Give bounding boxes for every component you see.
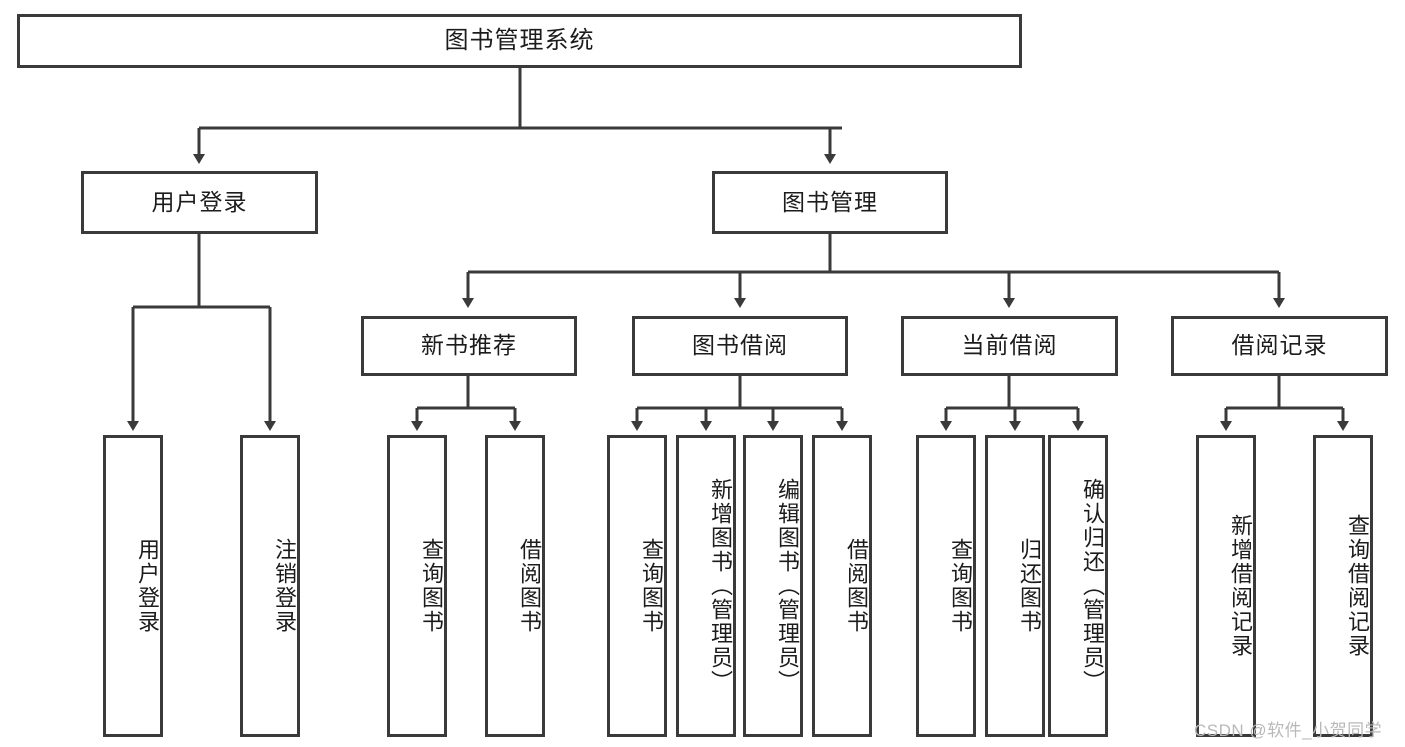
leaf-borrow-book-recommend[interactable]: 借阅图书 <box>485 435 545 737</box>
leaf-borrow-book[interactable]: 借阅图书 <box>812 435 872 737</box>
leaf-user-login[interactable]: 用户登录 <box>103 435 163 737</box>
node-borrow-record[interactable]: 借阅记录 <box>1171 316 1388 376</box>
leaf-query-book-current[interactable]: 查询图书 <box>916 435 976 737</box>
node-new-book-recommend[interactable]: 新书推荐 <box>361 316 577 376</box>
leaf-confirm-return-admin[interactable]: 确认归还（管理员） <box>1048 435 1108 737</box>
node-root-book-management-system[interactable]: 图书管理系统 <box>17 14 1022 68</box>
leaf-return-book[interactable]: 归还图书 <box>985 435 1045 737</box>
leaf-query-book-borrow[interactable]: 查询图书 <box>607 435 667 737</box>
leaf-add-book-admin[interactable]: 新增图书（管理员） <box>676 435 736 737</box>
node-book-management[interactable]: 图书管理 <box>712 171 948 234</box>
leaf-query-book-recommend[interactable]: 查询图书 <box>387 435 447 737</box>
leaf-add-borrow-record[interactable]: 新增借阅记录 <box>1196 435 1256 737</box>
node-user-login[interactable]: 用户登录 <box>81 171 318 234</box>
leaf-logout-login[interactable]: 注销登录 <box>240 435 300 737</box>
node-current-borrow[interactable]: 当前借阅 <box>901 316 1118 376</box>
node-book-borrow[interactable]: 图书借阅 <box>632 316 848 376</box>
leaf-edit-book-admin[interactable]: 编辑图书（管理员） <box>743 435 803 737</box>
csdn-watermark: CSDN @软件_小贺同学 <box>1194 721 1383 740</box>
leaf-query-borrow-record[interactable]: 查询借阅记录 <box>1313 435 1373 737</box>
